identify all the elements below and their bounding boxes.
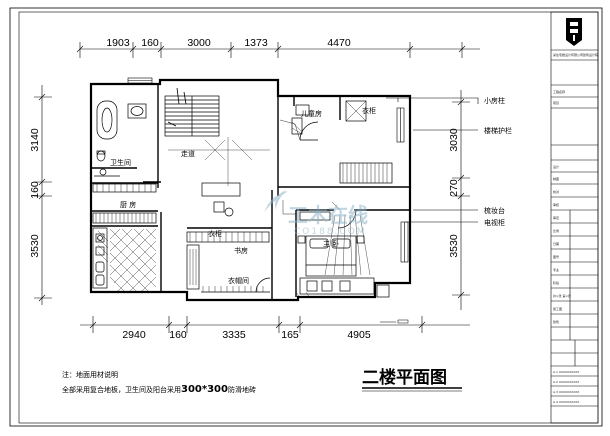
top-dim-2: 160 <box>141 37 159 49</box>
room-label-child: 儿童房 <box>301 109 322 118</box>
callout-small-column: 小房柱 <box>484 96 505 105</box>
right-dim-1: 3030 <box>448 128 460 152</box>
tb-label-date: 日期 <box>553 241 559 246</box>
study-furniture <box>186 182 271 293</box>
tb-label-number: 图号 <box>553 254 559 259</box>
room-label-study: 书房 <box>234 246 248 255</box>
watermark-subtext: CO188.COM <box>294 227 367 237</box>
tb-label-check: 校对 <box>553 189 559 194</box>
hallway-pattern <box>168 137 270 186</box>
left-dim-1: 3140 <box>29 128 41 152</box>
tb-label-project: 工程名称 <box>553 89 565 94</box>
top-dimension-chain <box>76 42 480 58</box>
company-logo-icon <box>566 18 582 46</box>
callout-stair-railing: 楼梯护栏 <box>484 126 512 135</box>
room-label-closet: 衣柜 <box>208 229 222 238</box>
tb-label-drawing: 制图 <box>553 176 559 181</box>
tb-label-architecture: 建筑 <box>553 319 559 324</box>
windows <box>127 77 409 263</box>
walls <box>89 78 412 302</box>
bottom-dim-5: 4905 <box>347 329 371 341</box>
top-dim-4: 1373 <box>244 37 268 49</box>
tb-label-stage: 阶段 <box>553 280 559 285</box>
left-dimension-chain <box>34 85 52 305</box>
watermark-text: 工木在线 <box>288 203 368 227</box>
room-label-kitchen: 厨 房 <box>120 200 136 209</box>
scale-marks <box>380 319 409 324</box>
tb-label-approve: 审定 <box>553 215 559 220</box>
tb-row-4: A.4 XXXXXXXXXX <box>553 400 579 404</box>
notes-heading: 注：地面用材说明 <box>62 370 118 379</box>
bottom-dimension-chain <box>80 316 470 333</box>
room-label-wardrobe: 衣柜 <box>362 106 376 115</box>
left-dim-3: 3530 <box>29 234 41 258</box>
callout-dresser: 梳妆台 <box>484 206 505 215</box>
bathroom-fixtures <box>94 100 147 177</box>
tb-label-sheets: 共×张 第×张 <box>553 293 571 298</box>
title-block <box>550 11 599 424</box>
tb-row-2: A.2 XXXXXXXXXX <box>553 380 579 384</box>
tb-label-design: 设计 <box>553 164 559 169</box>
callout-leaders <box>386 97 479 223</box>
bottom-dim-4: 165 <box>281 329 299 341</box>
tb-label-item: 项目 <box>553 101 559 105</box>
kitchen-floor-tiles <box>109 228 157 293</box>
outer-border <box>9 7 603 427</box>
master-bedroom-furniture <box>282 200 390 298</box>
bottom-dim-3: 3335 <box>222 329 246 341</box>
right-dim-3: 3530 <box>448 234 460 258</box>
room-label-corridor: 走道 <box>181 149 195 158</box>
staircase <box>164 87 220 137</box>
room-label-master: 主 卧 <box>323 239 339 248</box>
tb-row-3: A.3 XXXXXXXXXX <box>553 390 579 394</box>
top-dim-3: 3000 <box>187 37 211 49</box>
bedroom-fan-hatch <box>295 214 371 299</box>
notes-flooring: 全部采用复合地板，卫生间及阳台采用300*300防滑地砖 <box>62 384 256 395</box>
tb-label-scale: 比例 <box>553 228 559 233</box>
room-label-bathroom: 卫生间 <box>110 158 131 167</box>
tb-label-discipline: 专业 <box>553 267 559 272</box>
bottom-dim-2: 160 <box>169 329 187 341</box>
right-dimension-chain <box>452 90 470 310</box>
watermark: 工木在线 CO188.COM <box>264 190 368 237</box>
title-block-header: 某住宅楼设计有限公司建筑设计院 <box>553 52 598 57</box>
tb-row-1: A.1 XXXXXXXXXX <box>553 370 579 374</box>
callout-tv-cabinet: 电视柜 <box>484 218 505 227</box>
room-label-cloakroom: 衣帽间 <box>228 276 249 285</box>
bottom-dim-1: 2940 <box>122 329 146 341</box>
right-dim-2: 270 <box>448 179 460 197</box>
top-dim-1: 1903 <box>106 37 130 49</box>
interior-walls <box>91 84 410 300</box>
kitchen-fixtures <box>92 183 157 289</box>
left-dim-2: 160 <box>29 181 41 199</box>
drawing-title: 二楼平面图 <box>362 367 447 388</box>
tb-label-review: 审核 <box>553 202 559 207</box>
child-room-furniture <box>279 100 393 184</box>
top-dim-5: 4470 <box>327 37 351 49</box>
hatched-areas <box>97 117 303 263</box>
tb-label-construction: 施工图 <box>553 306 562 311</box>
